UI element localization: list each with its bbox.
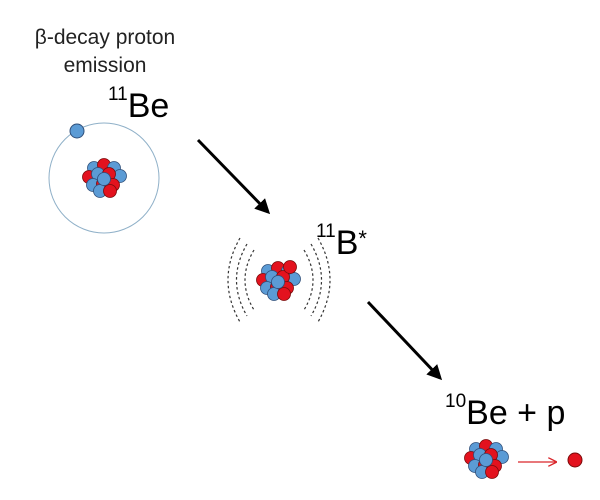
beryllium-10-mass-number: 10 (445, 391, 467, 412)
boron-11-excited-label: 11B* (316, 222, 367, 262)
decay-arrow-1 (196, 138, 271, 215)
boron-11-excited-mark: * (358, 226, 367, 251)
proton (485, 465, 499, 479)
neutron (271, 275, 285, 289)
vibration-waves-right (303, 237, 331, 323)
emitted-proton (567, 452, 583, 468)
proton (283, 260, 297, 274)
title-line-1: β-decay proton (34, 26, 176, 49)
halo-orbit (48, 122, 160, 234)
neutron (479, 453, 493, 467)
decay-arrow-2 (366, 300, 443, 381)
title-line-2: emission (63, 54, 147, 77)
diagram-title: β-decay proton emission (0, 24, 210, 80)
beryllium-11-label: 11Be (108, 85, 170, 125)
beryllium-11-nucleus (82, 158, 127, 198)
beryllium-11-atom (48, 122, 160, 234)
boron-11-mass-number: 11 (316, 221, 336, 242)
proton (277, 287, 291, 301)
boron-11-symbol: B (335, 224, 359, 262)
halo-neutron (69, 123, 85, 139)
beryllium-11-mass-number: 11 (108, 84, 128, 105)
beryllium-10-nucleus (464, 439, 509, 479)
beryllium-10-plus-proton-label: 10Be + p (445, 392, 566, 432)
vibration-waves-left (227, 237, 255, 323)
beryllium-10-plus-proton-group (464, 439, 583, 479)
boron-11-excited-nucleus-group (227, 237, 331, 323)
beryllium-10-symbol: Be (466, 394, 508, 432)
boron-11-nucleus (256, 260, 301, 301)
proton (103, 184, 117, 198)
neutron (97, 172, 111, 186)
plus-proton-text: + p (507, 394, 566, 432)
beryllium-11-symbol: Be (127, 87, 170, 125)
